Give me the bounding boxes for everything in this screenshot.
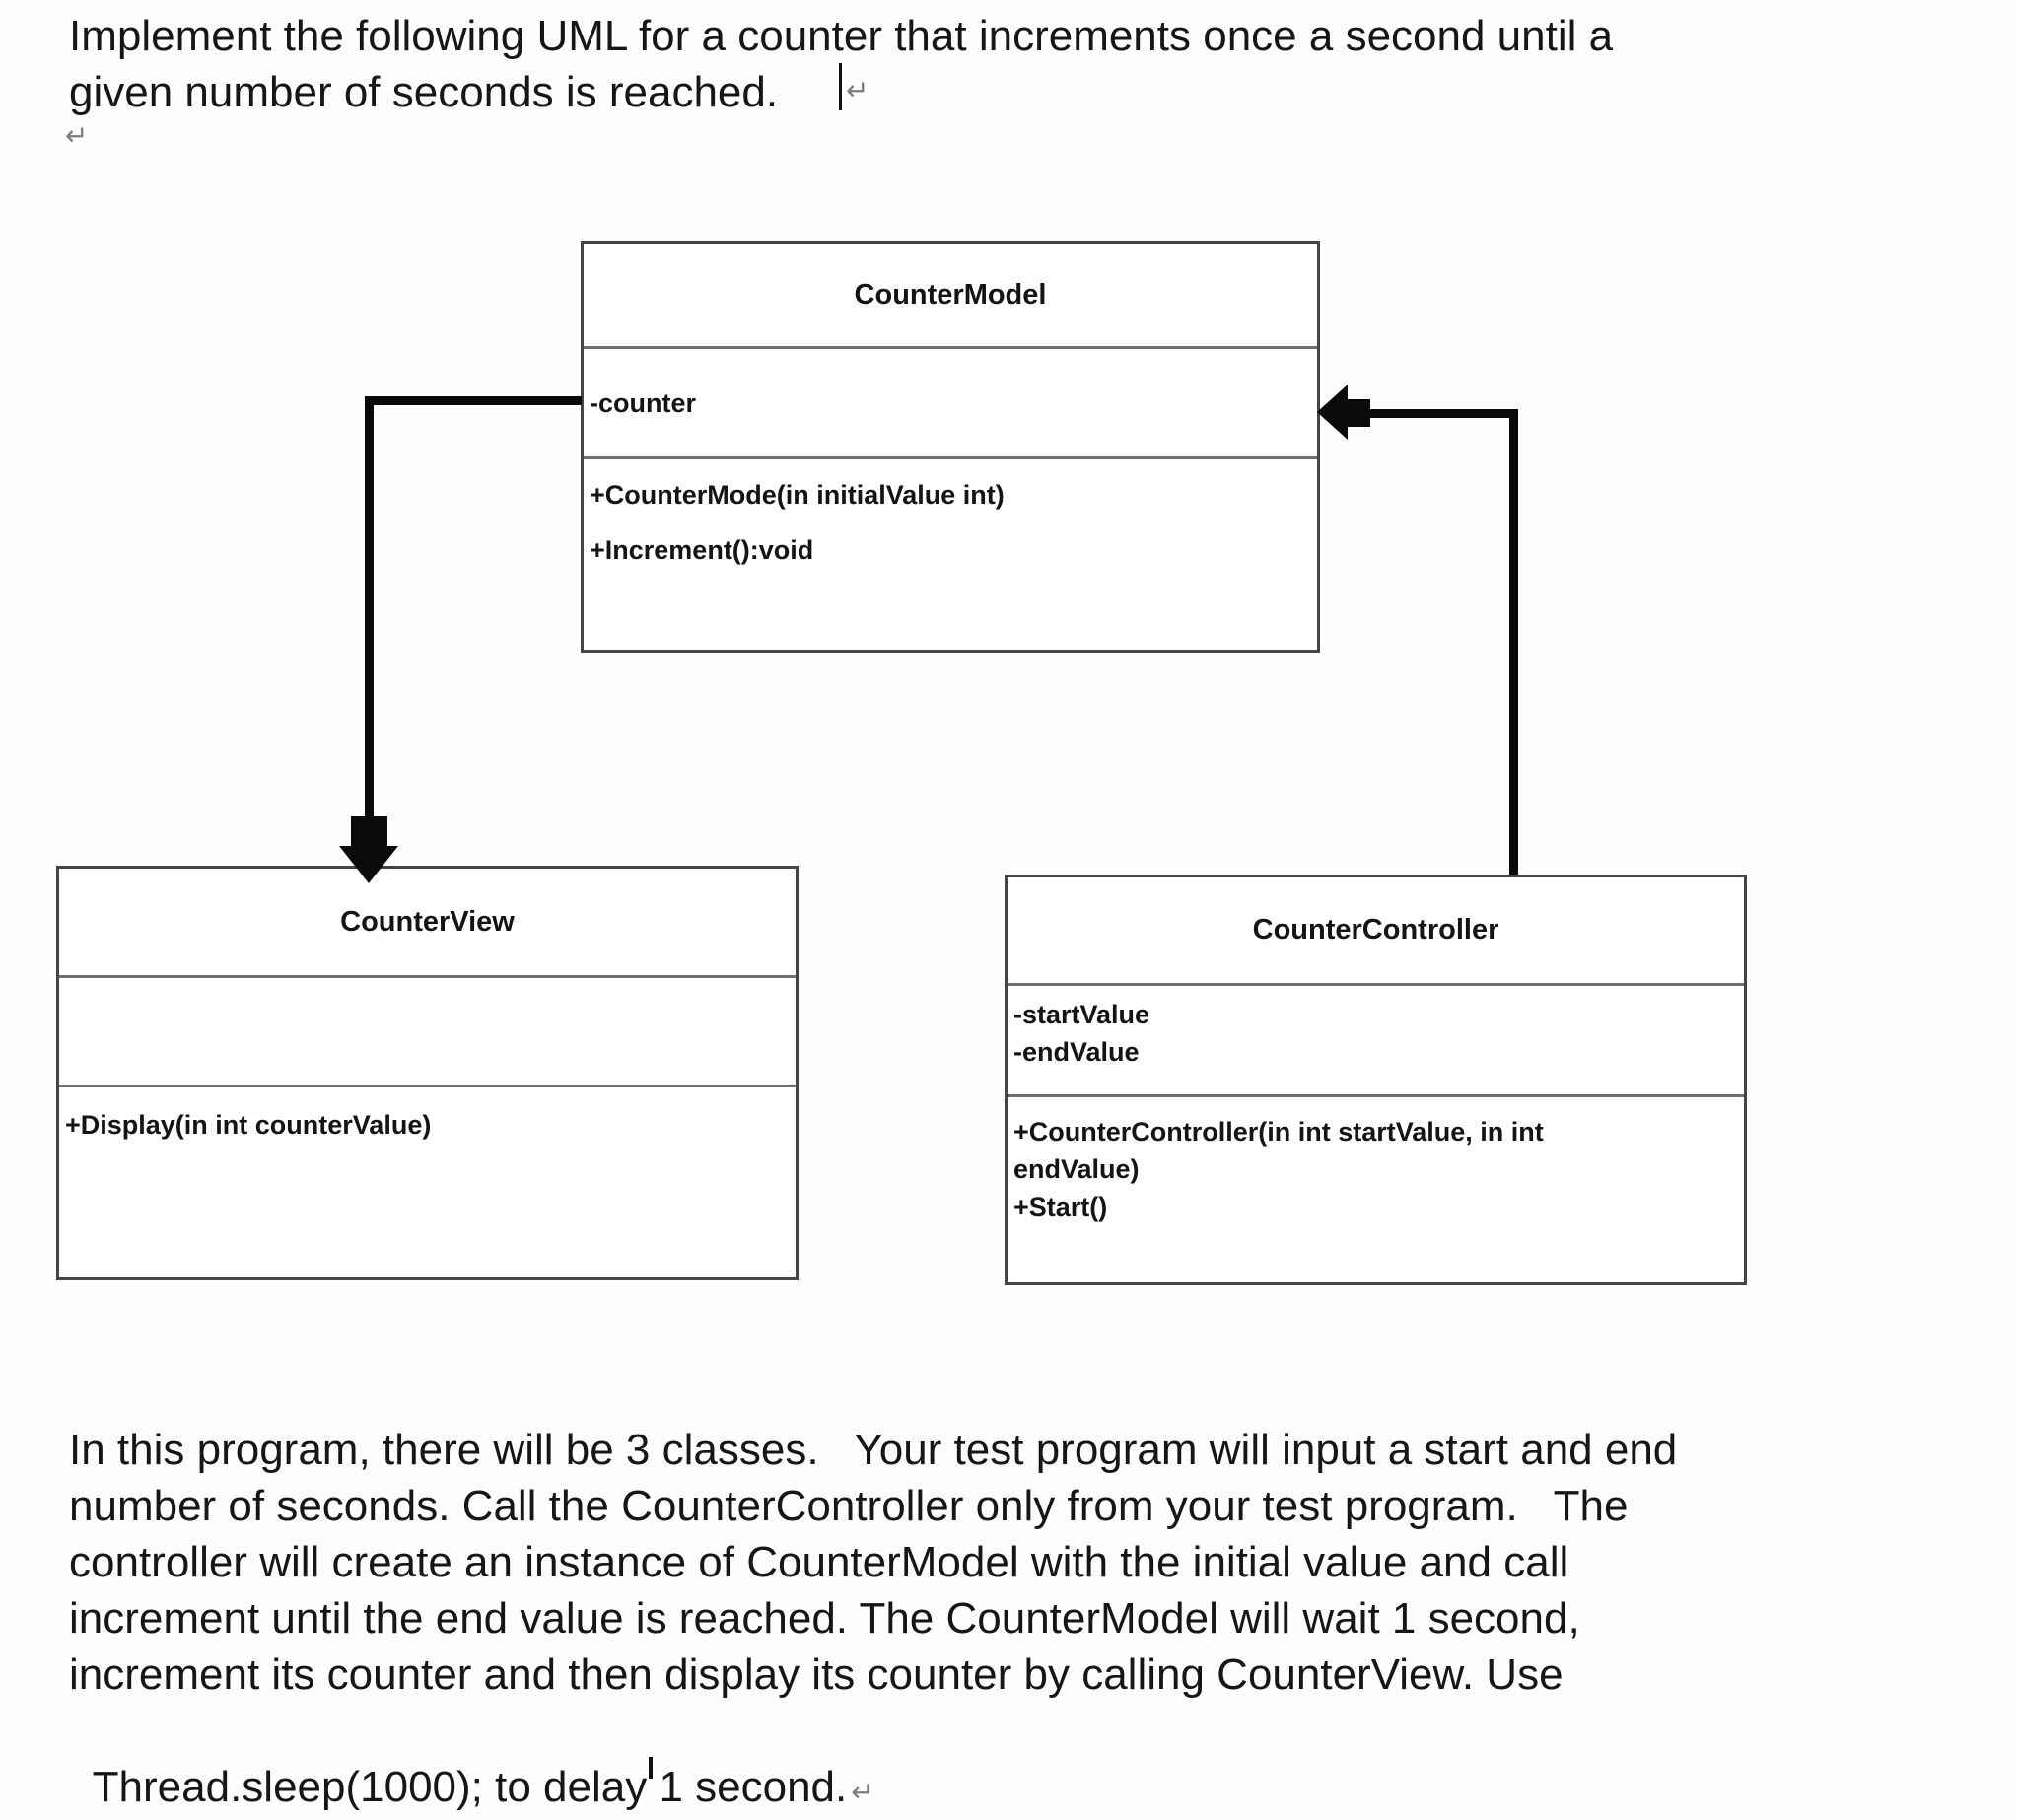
attributes-compartment-counter-model: -counter [584,346,1317,456]
body-paragraph-line-6: Thread.sleep(1000); to delay 1 second.↵ [69,1703,874,1820]
class-box-counter-model: CounterModel -counter +CounterMode(in in… [581,241,1320,653]
methods-compartment-counter-model: +CounterMode(in initialValue int) +Incre… [584,456,1317,650]
body-paragraph-line-1: In this program, there will be 3 classes… [69,1426,1678,1474]
body-paragraph-line-3: controller will create an instance of Co… [69,1538,1569,1586]
method-countermode: +CounterMode(in initialValue int) [590,480,1005,510]
arrow-controller-to-model-horizontal-segment [1368,409,1518,418]
class-title-counter-model: CounterModel [854,278,1047,311]
body-paragraph-line-6-text: Thread.sleep(1000); to delay 1 second. [92,1763,848,1811]
body-paragraph-line-2: number of seconds. Call the CounterContr… [69,1482,1629,1530]
attribute-startvalue: -startValue [1013,1000,1150,1029]
paragraph-mark-icon: ↵ [65,120,89,151]
body-paragraph-line-5: increment its counter and then display i… [69,1650,1564,1699]
body-paragraph-line-4: increment until the end value is reached… [69,1594,1580,1643]
arrow-model-to-view-stem [351,816,387,848]
class-title-counter-view: CounterView [340,905,515,938]
text-cursor [839,63,842,110]
class-box-counter-view: CounterView +Display(in int counterValue… [56,866,799,1280]
class-title-counter-controller: CounterController [1252,914,1499,945]
attribute-endvalue: -endValue [1013,1037,1140,1067]
method-start: +Start() [1013,1192,1108,1222]
attributes-compartment-counter-view [59,975,796,1085]
methods-compartment-counter-controller: +CounterController(in int startValue, in… [1008,1094,1744,1282]
arrow-model-to-view-vertical-segment [365,396,374,820]
bottom-edge-cursor-mark [649,1757,653,1779]
line-break-mark-icon: ↵ [846,75,869,105]
arrowhead-down-icon [339,846,398,883]
arrow-model-to-view-horizontal-segment [369,396,582,405]
arrow-controller-to-model-vertical-segment [1509,409,1518,875]
method-countercontroller: +CounterController(in int startValue, in… [1013,1117,1544,1184]
method-display: +Display(in int counterValue) [65,1110,432,1140]
method-increment: +Increment():void [590,535,814,565]
methods-compartment-counter-view: +Display(in int counterValue) [59,1085,796,1277]
instruction-line-2: given number of seconds is reached. [69,68,779,116]
class-box-counter-controller: CounterController -startValue -endValue … [1005,875,1747,1285]
instruction-line-1: Implement the following UML for a counte… [69,12,1614,60]
paragraph-end-mark-icon: ↵ [851,1777,874,1807]
attributes-compartment-counter-controller: -startValue -endValue [1008,983,1744,1094]
arrowhead-left-icon [1317,385,1348,440]
attribute-counter: -counter [590,387,696,418]
arrow-controller-to-model-stem [1346,399,1370,427]
